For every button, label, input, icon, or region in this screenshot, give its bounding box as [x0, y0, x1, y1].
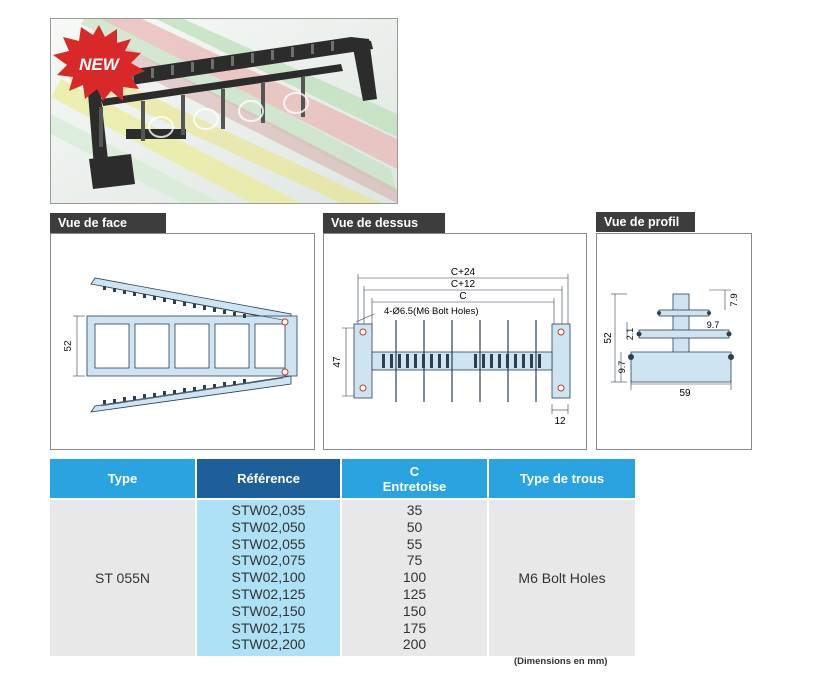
reference-item: STW02,150	[231, 602, 306, 619]
reference-item: STW02,050	[231, 518, 306, 535]
header-c-line1: C	[409, 463, 420, 479]
reference-item: STW02,035	[231, 502, 306, 518]
top-view-tab: Vue de dessus	[323, 213, 445, 233]
top-dim-c: C	[459, 291, 466, 302]
reference-item: STW02,125	[231, 585, 306, 602]
trous-cell: M6 Bolt Holes	[489, 500, 635, 656]
reference-cell: STW02,035 STW02,050 STW02,055 STW02,075 …	[197, 500, 340, 656]
header-c: C Entretoise	[342, 459, 487, 498]
header-trous: Type de trous	[489, 459, 635, 498]
header-c-line2: Entretoise	[382, 478, 447, 494]
side-view-panel: 52 7.9 9.7 2.1 9.7 59	[596, 233, 752, 450]
side-dim-21: 2.1	[625, 328, 635, 341]
reference-item: STW02,100	[231, 569, 306, 586]
c-value: 35	[406, 502, 423, 518]
front-view-tab: Vue de face	[50, 213, 166, 233]
c-value: 125	[402, 585, 427, 602]
c-value: 100	[402, 569, 427, 586]
c-value: 75	[406, 552, 423, 569]
side-dim-79: 7.9	[729, 293, 740, 306]
top-dim-47: 47	[332, 356, 343, 368]
trous-value: M6 Bolt Holes	[518, 570, 606, 586]
header-type: Type	[50, 459, 195, 498]
reference-item: STW02,175	[231, 619, 306, 636]
c-value: 175	[402, 619, 427, 636]
type-value: ST 055N	[95, 570, 150, 586]
side-dim-97b: 9.7	[617, 361, 627, 374]
side-view-tab: Vue de profil	[596, 212, 695, 232]
product-photo: NEW	[50, 18, 398, 204]
product-illustration	[51, 19, 397, 203]
header-reference-label: Référence	[237, 471, 300, 486]
reference-item: STW02,200	[231, 636, 306, 653]
front-view-drawing: 52	[63, 277, 298, 413]
reference-item: STW02,055	[231, 535, 306, 552]
top-dim-c12: C+12	[451, 279, 476, 290]
c-value: 200	[402, 636, 427, 653]
c-value: 150	[402, 602, 427, 619]
dimensions-footnote: (Dimensions en mm)	[514, 656, 608, 667]
c-value: 50	[406, 518, 423, 535]
header-reference: Référence	[197, 459, 340, 498]
c-value: 55	[406, 535, 423, 552]
top-dim-c24: C+24	[451, 267, 476, 278]
top-dim-12: 12	[554, 416, 566, 427]
header-trous-label: Type de trous	[519, 471, 605, 486]
side-dim-52: 52	[603, 332, 614, 344]
new-badge-icon: NEW	[53, 25, 145, 101]
side-view-drawing: 52 7.9 9.7 2.1 9.7 59	[603, 289, 740, 399]
new-badge-text: NEW	[79, 55, 121, 74]
reference-item: STW02,075	[231, 552, 306, 569]
front-view-panel: 52	[50, 233, 315, 450]
top-view-panel: C+24 C+12 C 4-Ø6.5(M6 Bolt Holes) 47 12	[323, 233, 587, 450]
header-type-label: Type	[107, 471, 138, 486]
side-dim-97a: 9.7	[707, 320, 720, 330]
type-cell: ST 055N	[50, 500, 195, 656]
front-dim-52: 52	[63, 340, 74, 352]
top-dim-holes: 4-Ø6.5(M6 Bolt Holes)	[384, 306, 479, 317]
c-cell: 35 50 55 75 100 125 150 175 200	[342, 500, 487, 656]
top-view-drawing: C+24 C+12 C 4-Ø6.5(M6 Bolt Holes) 47 12	[332, 267, 571, 427]
side-dim-59: 59	[679, 388, 691, 399]
